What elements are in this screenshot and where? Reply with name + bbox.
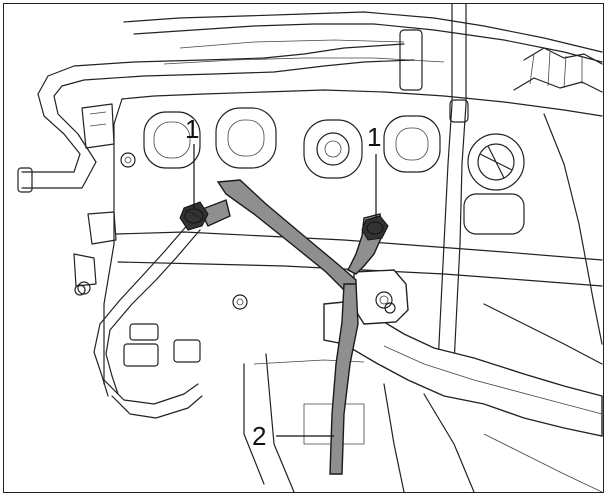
background-bolts xyxy=(74,152,396,314)
coolant-pipe-left xyxy=(17,43,415,193)
coolant-hose-lower xyxy=(323,299,603,437)
engine-block xyxy=(103,11,603,492)
callout-leaders xyxy=(193,144,377,437)
vertical-rod xyxy=(399,4,469,365)
callout-label-bolt-right: 1 xyxy=(367,122,381,152)
engine-illustration: 1 1 2 xyxy=(17,4,603,492)
dipstick-guide-tube xyxy=(199,179,359,475)
vent-hose-top-right xyxy=(513,47,603,93)
callout-label-bolt-left: 1 xyxy=(185,114,199,144)
cylinder-ports xyxy=(143,107,525,235)
bolt-left-icon xyxy=(179,201,209,231)
diagram-frame: 1 1 2 xyxy=(3,3,604,493)
callout-label-dipstick-guide: 2 xyxy=(252,421,266,451)
harness-left xyxy=(73,211,203,419)
hose-coupling xyxy=(353,269,409,325)
bolt-right-icon xyxy=(361,215,389,241)
